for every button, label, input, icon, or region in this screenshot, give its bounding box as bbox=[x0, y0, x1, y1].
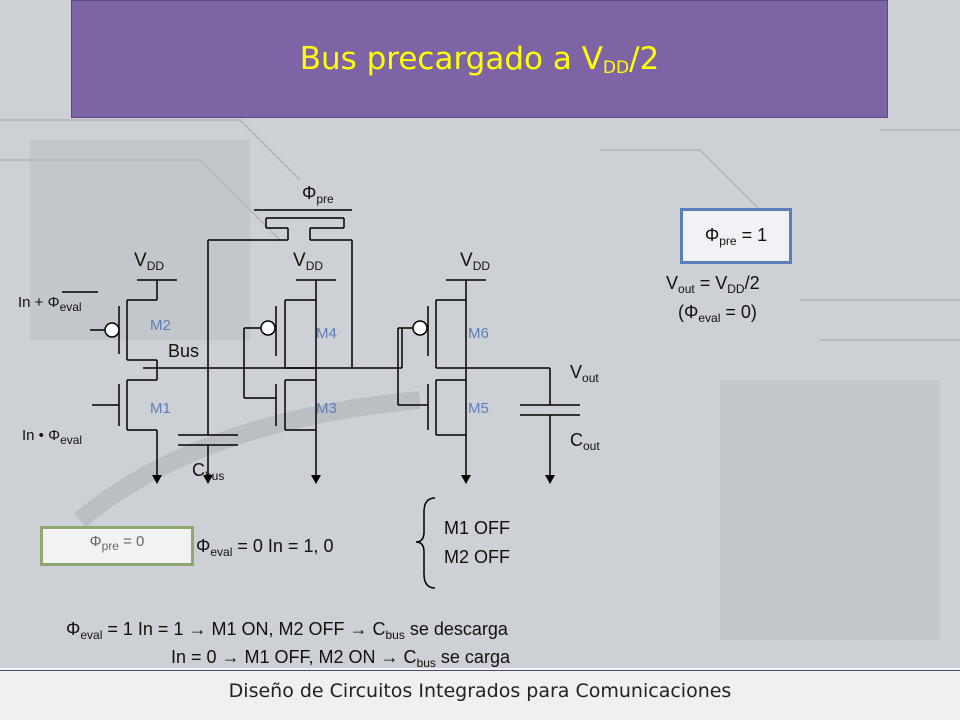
vdd-subscript: DD bbox=[146, 259, 165, 273]
vout-eq-a: V bbox=[666, 273, 679, 293]
phi-pre-one-text: Φpre = 1 bbox=[683, 225, 789, 248]
phi-pre-label: Φpre bbox=[302, 183, 334, 206]
in-dot-subscript: eval bbox=[60, 433, 83, 447]
cbus-symbol: C bbox=[192, 460, 205, 480]
transistor-m4-label: M4 bbox=[316, 325, 337, 342]
phi-eval-zero-a: (Φ bbox=[678, 302, 699, 322]
note2-cbus-subscript: bus bbox=[416, 656, 436, 670]
phi-symbol: Φ bbox=[704, 225, 720, 245]
transistor-m1-label: M1 bbox=[150, 400, 171, 417]
cbus-subscript: bus bbox=[205, 469, 225, 483]
note1-cbus-subscript: bus bbox=[385, 628, 405, 642]
vdd-subscript: DD bbox=[305, 259, 324, 273]
title-bar: Bus precargado a VDD/2 bbox=[71, 0, 888, 118]
vout-eq-a-sub: out bbox=[678, 282, 695, 296]
note1-symbol: Φ bbox=[66, 619, 81, 639]
in-plus-subscript: eval bbox=[59, 300, 82, 314]
vdd-symbol: V bbox=[460, 250, 473, 271]
vout-eq-c: /2 bbox=[744, 273, 760, 293]
title-tail: /2 bbox=[629, 41, 660, 77]
vdd-symbol: V bbox=[134, 250, 147, 271]
vdd-label-2: VDD bbox=[293, 250, 323, 273]
in-dot-text: In • Φ bbox=[22, 427, 61, 444]
eval-line-text: = 0 In = 1, 0 bbox=[232, 536, 334, 556]
eval-one-note-line1: Φeval = 1 In = 1 → M1 ON, M2 OFF → Cbus … bbox=[66, 619, 508, 642]
in-dot-phi-eval-label: In • Φeval bbox=[22, 427, 82, 447]
cout-label: Cout bbox=[570, 430, 600, 453]
vdd-subscript: DD bbox=[472, 259, 491, 273]
m1-off-text: M1 OFF bbox=[444, 518, 510, 538]
footer-bar bbox=[0, 668, 960, 720]
vout-equation: Vout = VDD/2 bbox=[666, 273, 760, 296]
vout-eq-b: = V bbox=[694, 273, 728, 293]
vdd-label-3: VDD bbox=[460, 250, 490, 273]
transistor-m3-label: M3 bbox=[316, 400, 337, 417]
eval-zero-line: Φeval = 0 In = 1, 0 bbox=[196, 536, 333, 559]
eval-line-subscript: eval bbox=[210, 545, 233, 559]
vout-label: Vout bbox=[570, 362, 599, 385]
footer-divider bbox=[0, 670, 960, 671]
cbus-label: Cbus bbox=[192, 460, 224, 483]
vout-eq-b-sub: DD bbox=[727, 282, 745, 296]
title-subscript: DD bbox=[602, 58, 630, 78]
phase-box-value: = 0 bbox=[118, 533, 145, 550]
transistor-m6-label: M6 bbox=[468, 325, 489, 342]
phi-pre-zero-box: Φpre = 0 bbox=[40, 526, 194, 566]
slide-title: Bus precargado a VDD/2 bbox=[72, 41, 887, 78]
phi-eval-zero-note: (Φeval = 0) bbox=[678, 302, 757, 325]
footer-text: Diseño de Circuitos Integrados para Comu… bbox=[228, 680, 732, 702]
in-plus-text: In + Φ bbox=[18, 294, 60, 311]
eval-one-note-line2: In = 0 → M1 OFF, M2 ON → Cbus se carga bbox=[171, 647, 510, 670]
m2-off-text: M2 OFF bbox=[444, 547, 510, 567]
vout-symbol: V bbox=[570, 362, 583, 382]
phi-eval-zero-sub: eval bbox=[698, 311, 721, 325]
phi-pre-one-box: Φpre = 1 bbox=[680, 208, 792, 264]
vout-subscript: out bbox=[582, 371, 599, 385]
bus-label: Bus bbox=[168, 341, 200, 361]
cout-subscript: out bbox=[583, 439, 600, 453]
phi-pre-zero-text: Φpre = 0 bbox=[43, 533, 191, 553]
note2-tail: se carga bbox=[435, 647, 510, 667]
note1-text: = 1 In = 1 → M1 ON, M2 OFF → C bbox=[102, 619, 386, 639]
phi-subscript: pre bbox=[719, 234, 737, 248]
transistor-m2-label: M2 bbox=[150, 317, 171, 334]
note2-text: In = 0 → M1 OFF, M2 ON → C bbox=[171, 647, 417, 667]
title-main: Bus precargado a V bbox=[299, 41, 603, 77]
eval-line-symbol: Φ bbox=[196, 536, 211, 556]
vdd-symbol: V bbox=[293, 250, 306, 271]
vdd-label-1: VDD bbox=[134, 250, 164, 273]
note1-tail: se descarga bbox=[404, 619, 508, 639]
note1-subscript: eval bbox=[80, 628, 103, 642]
phi-eval-zero-b: = 0) bbox=[720, 302, 757, 322]
phase-box-subscript: pre bbox=[101, 539, 119, 553]
phi-value: = 1 bbox=[736, 225, 768, 245]
phi-pre-subscript: pre bbox=[316, 192, 334, 206]
cout-symbol: C bbox=[570, 430, 583, 450]
phi-pre-symbol: Φ bbox=[302, 183, 317, 203]
in-plus-phi-eval-label: In + Φeval bbox=[18, 294, 82, 314]
phase-box-symbol: Φ bbox=[89, 533, 102, 550]
transistor-m5-label: M5 bbox=[468, 400, 489, 417]
